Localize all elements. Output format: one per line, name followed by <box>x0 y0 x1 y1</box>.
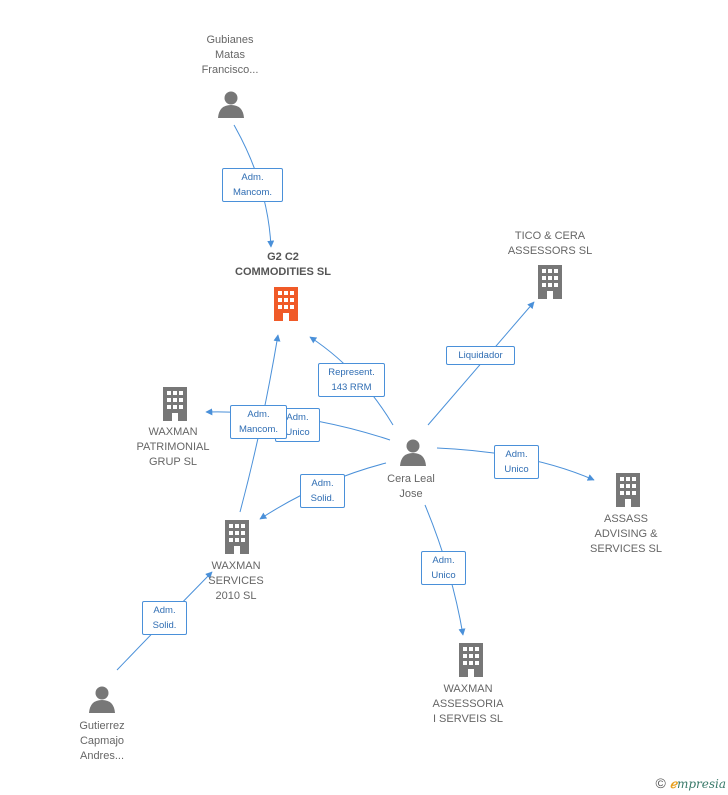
node-label-cera[interactable]: Cera Leal Jose <box>387 473 435 500</box>
building-icon-tico[interactable] <box>535 265 565 299</box>
node-label-tico[interactable]: TICO & CERA ASSESSORS SL <box>507 230 593 257</box>
empresia-logo-e: ℯ <box>669 777 677 791</box>
empresia-brand[interactable]: ©ℯmpresia <box>656 775 727 791</box>
edge-label-cera-assessoria[interactable]: Adm. Unico <box>421 551 466 585</box>
empresia-logo-text: mpresia <box>676 777 726 791</box>
edge-label-gutierrez-services[interactable]: Adm. Solid. <box>142 601 187 635</box>
node-label-waxman-services[interactable]: WAXMAN SERVICES 2010 SL <box>208 560 264 602</box>
edge-label-cera-assass[interactable]: Adm. Unico <box>494 445 539 479</box>
person-icon-cera[interactable] <box>398 438 428 466</box>
node-label-waxman-assessoria[interactable]: WAXMAN ASSESSORIA I SERVEIS SL <box>432 683 504 725</box>
node-label-waxman-patrimonial[interactable]: WAXMAN PATRIMONIAL GRUP SL <box>136 426 210 468</box>
building-icon-assass[interactable] <box>613 473 643 507</box>
person-icon-gutierrez[interactable] <box>87 685 117 713</box>
node-label-assass[interactable]: ASSASS ADVISING & SERVICES SL <box>590 513 662 555</box>
building-icon-waxman-services[interactable] <box>222 520 252 554</box>
copyright-symbol: © <box>655 775 666 791</box>
building-icon-waxman-assessoria[interactable] <box>456 643 486 677</box>
edge-label-cera-g2c2[interactable]: Represent. 143 RRM <box>318 363 385 397</box>
person-icon-gubianes[interactable] <box>216 90 246 118</box>
node-label-g2c2[interactable]: G2 C2 COMMODITIES SL <box>235 251 331 278</box>
building-icon-waxman-patrimonial[interactable] <box>160 387 190 421</box>
edge-label-cera-tico[interactable]: Liquidador <box>446 346 515 365</box>
node-label-gutierrez[interactable]: Gutierrez Capmajo Andres... <box>79 720 125 762</box>
edge-label-gubianes-g2c2[interactable]: Adm. Mancom. <box>222 168 283 202</box>
building-icon-g2c2[interactable] <box>271 287 301 321</box>
edge-label-cera-services[interactable]: Adm. Solid. <box>300 474 345 508</box>
node-label-gubianes[interactable]: Gubianes Matas Francisco... <box>201 34 259 76</box>
edge-label-services-g2c2[interactable]: Adm. Mancom. <box>230 405 287 439</box>
